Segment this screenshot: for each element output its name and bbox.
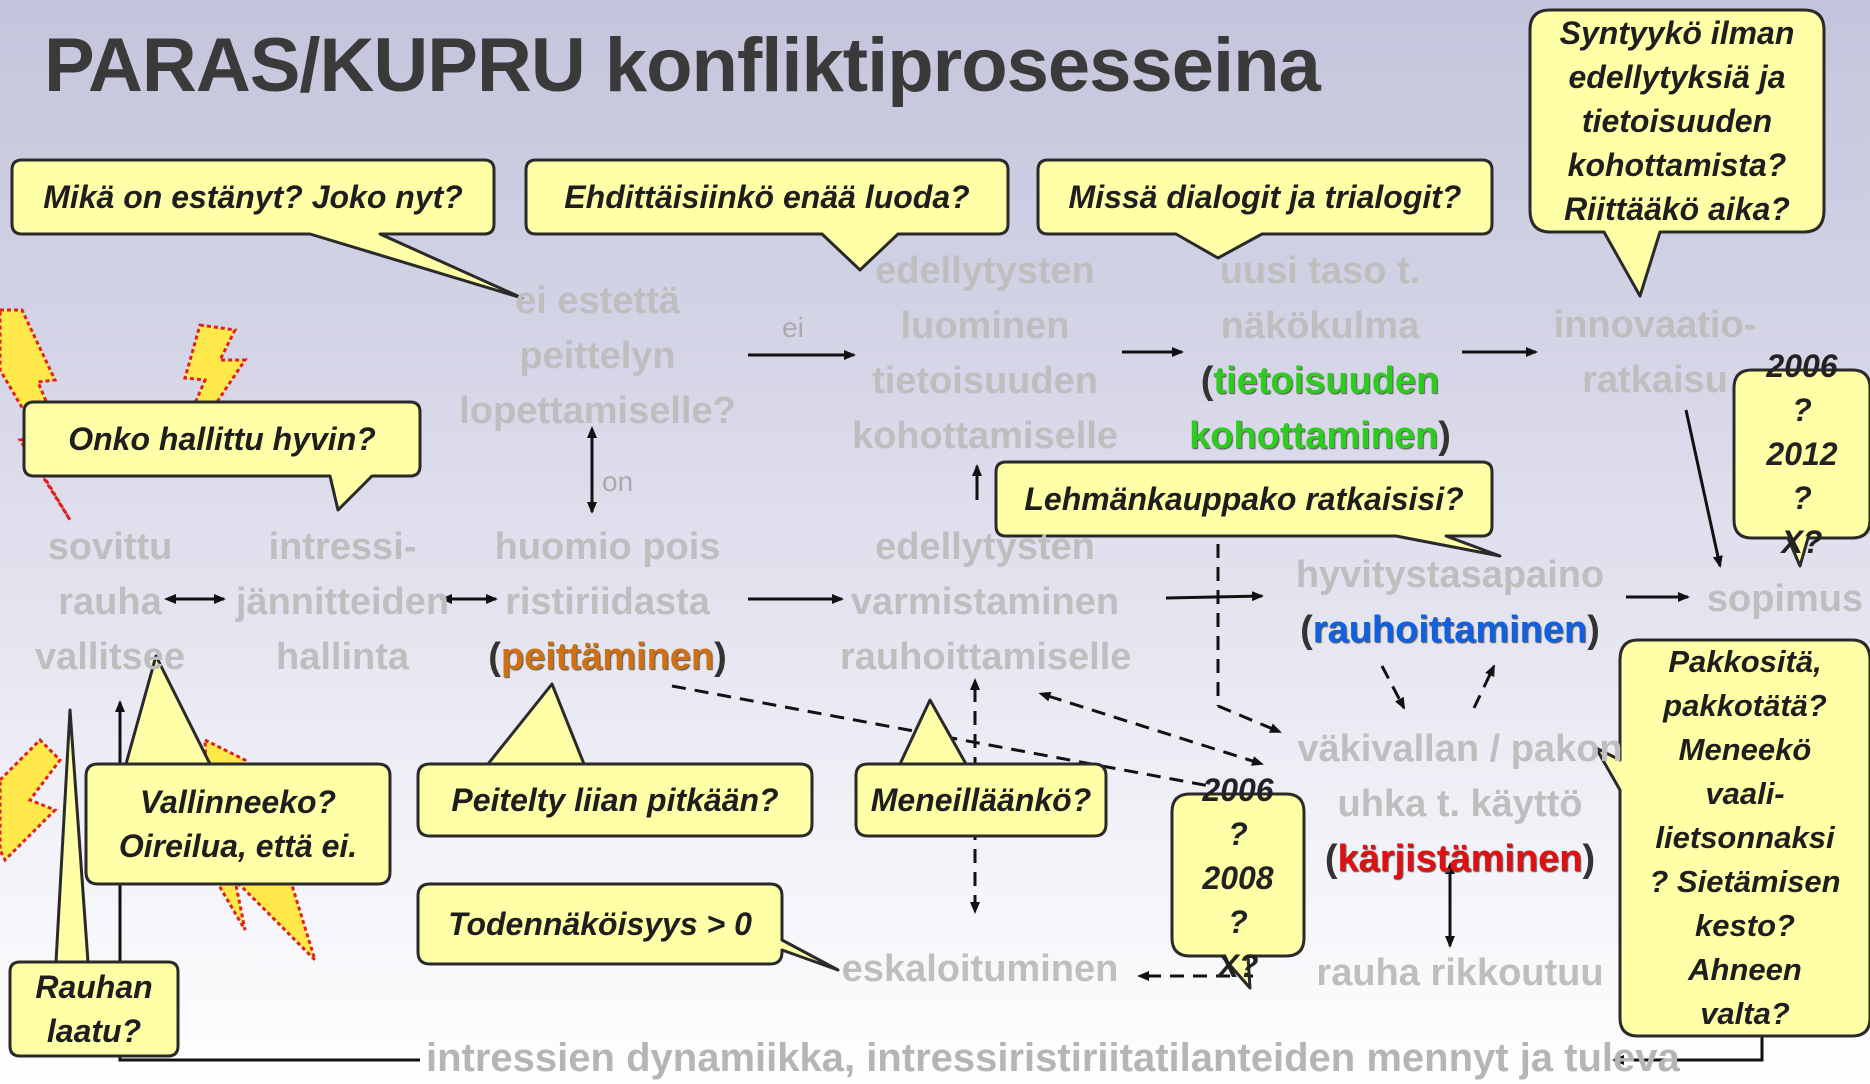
node-rauha-rikkoutuu: rauha rikkoutuu [1310, 946, 1610, 1001]
node-edellytysten-varmistaminen: edellytysten varmistaminen rauhoittamise… [840, 520, 1132, 685]
node-varmistaminen-line: edellytysten [875, 526, 1095, 568]
node-huomio-keyword-line: (peittäminen) [488, 636, 727, 678]
node-innovaatio-line: ratkaisu [1582, 359, 1728, 401]
node-intressi-jannitteet: intressi- jännitteiden hallinta [230, 520, 455, 685]
node-luominen-line: luominen [900, 305, 1070, 347]
node-vakivalta-keyword-line: (kärjistäminen) [1324, 838, 1596, 880]
edge-label-ei: ei [782, 312, 804, 343]
node-vakivallan-uhka: väkivallan / pakon uhka t. käyttö (kärji… [1290, 722, 1630, 887]
node-huomio-pois: huomio pois ristiriidasta (peittäminen) [480, 520, 735, 685]
callout-meneillaanko: Meneilläänkö? [870, 782, 1092, 818]
node-varmistaminen-line: rauhoittamiselle [840, 636, 1132, 678]
keyword-rauhoittaminen: rauhoittaminen [1312, 609, 1588, 651]
edge-label-on: on [602, 466, 634, 497]
callout-pakkosita: Pakkositä, pakkotätä? Meneekö vaali- lie… [1649, 644, 1841, 1031]
node-luominen-line: kohottamiselle [851, 415, 1119, 457]
callout-mika-on-estanyt: Mikä on estänyt? Joko nyt? [43, 179, 463, 215]
node-intressi-line: intressi- [268, 526, 417, 568]
node-sovittu-rauha-line: sovittu [47, 526, 173, 568]
years-middle: 2006 ? 2008 ? X? [1202, 772, 1274, 984]
lightning-bolt-lower-left [0, 737, 62, 863]
node-luominen-line: edellytysten [875, 250, 1095, 292]
node-uusi-taso-keyword-line: (tietoisuuden [1200, 360, 1440, 402]
years-right: 2006 ? 2012 ? X? [1766, 348, 1838, 560]
node-innovaatio-line: innovaatio- [1553, 304, 1757, 346]
node-ei-estetta: ei estettä peittelyn lopettamiselle? [455, 274, 740, 439]
node-innovaatioratkaisu: innovaatio- ratkaisu [1540, 298, 1770, 408]
callout-syntyyko: Syntyykö ilman edellytyksiä ja tietoisuu… [1559, 15, 1795, 227]
node-vakivalta-line: uhka t. käyttö [1337, 783, 1583, 825]
callout-todennakoisyys: Todennäköisyys > 0 [448, 906, 752, 942]
lightning-bolt-top [183, 323, 248, 422]
node-vakivalta-line: väkivallan / pakon [1297, 728, 1623, 770]
node-intressi-line: hallinta [275, 636, 410, 678]
node-eskaloituminen-line: eskaloituminen [841, 948, 1119, 990]
keyword-kohottaminen: kohottaminen [1189, 415, 1439, 457]
callout-ehdittaisiinko: Ehdittäisiinkö enää luoda? [564, 179, 970, 215]
callout-shapes [8, 8, 1870, 1058]
node-uusi-taso: uusi taso t. näkökulma (tietoisuuden koh… [1185, 244, 1455, 464]
callout-missa-dialogit: Missä dialogit ja trialogit? [1068, 179, 1462, 215]
keyword-peittaminen: peittäminen [500, 636, 715, 678]
node-rauha-rikkoutuu-line: rauha rikkoutuu [1316, 952, 1604, 994]
page-title: PARAS/KUPRU konfliktiprosesseina [44, 23, 1321, 108]
node-ei-estetta-line: ei estettä [515, 280, 680, 322]
node-hyvitys-line: hyvitystasapaino [1295, 554, 1605, 596]
node-sovittu-rauha-line: vallitsee [35, 636, 185, 678]
callout-rauhan-laatu: Rauhan laatu? [35, 969, 153, 1049]
node-sovittu-rauha-line: rauha [58, 581, 162, 623]
callout-onko-hallittu: Onko hallittu hyvin? [68, 421, 376, 457]
callout-vallinneeko: Vallinneeko? Oireilua, että ei. [118, 784, 358, 864]
callout-lehmankauppa: Lehmänkauppako ratkaisisi? [1024, 481, 1464, 517]
node-hyvitys-keyword-line: (rauhoittaminen) [1300, 609, 1600, 651]
node-ei-estetta-line: peittelyn [519, 335, 676, 377]
node-varmistaminen-line: varmistaminen [850, 581, 1120, 623]
node-ei-estetta-line: lopettamiselle? [459, 390, 736, 432]
callout-peitelty: Peitelty liian pitkään? [451, 782, 779, 818]
node-huomio-line: huomio pois [494, 526, 721, 568]
node-sopimus: sopimus [1700, 572, 1870, 627]
node-huomio-line: ristiriidasta [505, 581, 710, 623]
node-intressi-line: jännitteiden [235, 581, 450, 623]
node-uusi-taso-line: näkökulma [1220, 305, 1420, 347]
node-uusi-taso-line: uusi taso t. [1219, 250, 1421, 292]
bottom-caption: intressien dynamiikka, intressiristiriit… [426, 1036, 1680, 1080]
node-sovittu-rauha: sovittu rauha vallitsee [20, 520, 200, 685]
node-edellytysten-luominen: edellytysten luominen tietoisuuden kohot… [845, 244, 1125, 464]
keyword-tietoisuuden: tietoisuuden [1213, 360, 1440, 402]
keyword-karjistaminen: kärjistäminen [1337, 838, 1583, 880]
node-luominen-line: tietoisuuden [872, 360, 1098, 402]
node-hyvitystasapaino: hyvitystasapaino (rauhoittaminen) [1280, 548, 1620, 658]
node-eskaloituminen: eskaloituminen [840, 942, 1120, 997]
node-sopimus-line: sopimus [1706, 578, 1864, 620]
node-uusi-taso-keyword-line: kohottaminen) [1189, 415, 1451, 457]
